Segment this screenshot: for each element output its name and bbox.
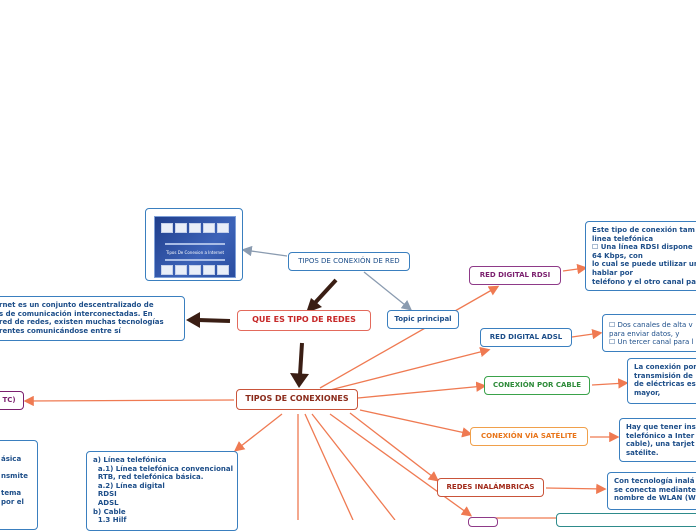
node-que-es-tipo-de-redes[interactable]: QUE ES TIPO DE REDES: [237, 310, 371, 331]
node-red-digital-rdsi[interactable]: RED DIGITAL RDSI: [469, 266, 561, 285]
node-redes-inalambricas[interactable]: REDES INALÁMBRICAS: [437, 478, 544, 497]
node-tipos-conexion-red[interactable]: TIPOS DE CONEXIÓN DE RED: [288, 252, 410, 271]
arrowhead-que-es: [306, 298, 322, 313]
text-adsl-description: ☐ Dos canales de alta v para enviar dato…: [602, 314, 696, 352]
text-rdsi-description: Este tipo de conexión tam linea telefóni…: [585, 221, 696, 291]
link-to-topic-principal: [363, 271, 413, 311]
node-conexion-por-cable[interactable]: CONEXIÓN POR CABLE: [484, 376, 590, 395]
arrow-to-internet-text: [197, 318, 231, 323]
slide-thumbnail: Tipos De Conexion a Internet: [154, 216, 236, 278]
text-lista-conexiones: a) Línea telefónica a.1) Línea telefónic…: [86, 451, 238, 531]
arrowhead-internet: [186, 312, 200, 328]
node-conexion-via-satelite[interactable]: CONEXIÓN VÍA SATÉLITE: [470, 427, 588, 446]
slide-caption: Tipos De Conexion a Internet: [165, 250, 225, 255]
arrow-to-que-es: [311, 278, 338, 307]
node-tipos-de-conexiones[interactable]: TIPOS DE CONEXIONES: [236, 389, 358, 410]
node-topic-principal[interactable]: Topic principal: [387, 310, 459, 329]
node-red-digital-adsl[interactable]: RED DIGITAL ADSL: [480, 328, 572, 347]
image-node[interactable]: Tipos De Conexion a Internet: [145, 208, 243, 281]
text-satelite-description: Hay que tener ins telefónico a Inter cab…: [619, 418, 696, 462]
node-partial-bottom[interactable]: [468, 517, 498, 527]
text-inalambricas-description: Con tecnología inalá se conecta mediante…: [607, 472, 696, 510]
node-partial-bottom-right[interactable]: [556, 513, 696, 527]
arrowhead-tipos-conexiones: [290, 373, 309, 388]
connector-lines: [23, 245, 629, 520]
text-internet-definition: rnet es un conjunto descentralizado de s…: [0, 296, 185, 341]
node-rtc-partial[interactable]: TC): [0, 391, 24, 410]
text-cable-description: La conexión por transmisión de de eléctr…: [627, 358, 696, 404]
arrow-to-tipos-conexiones: [298, 342, 304, 376]
link-to-image: [241, 245, 288, 257]
text-left-partial: ásica nsmite tema por el: [0, 440, 38, 530]
